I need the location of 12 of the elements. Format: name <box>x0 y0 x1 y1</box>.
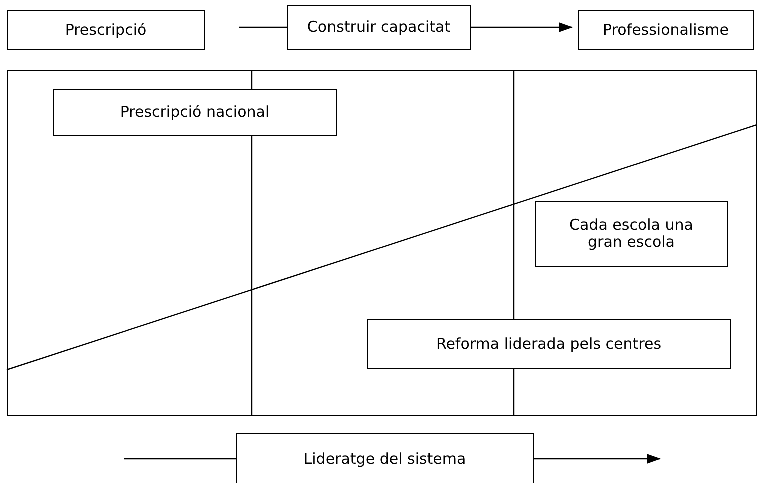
text-box: Lideratge del sistema <box>236 433 534 483</box>
text-box: Professionalisme <box>578 10 754 50</box>
text-box: Prescripció <box>7 10 205 50</box>
arrow <box>534 454 661 464</box>
text-box: Prescripció nacional <box>53 89 337 136</box>
text-box: Cada escola una gran escola <box>535 201 728 267</box>
line <box>239 26 287 28</box>
arrow <box>471 22 573 32</box>
text-box: Construir capacitat <box>287 5 471 50</box>
text-box: Reforma liderada pels centres <box>367 319 731 369</box>
panel-box <box>7 70 757 416</box>
line <box>124 458 236 460</box>
